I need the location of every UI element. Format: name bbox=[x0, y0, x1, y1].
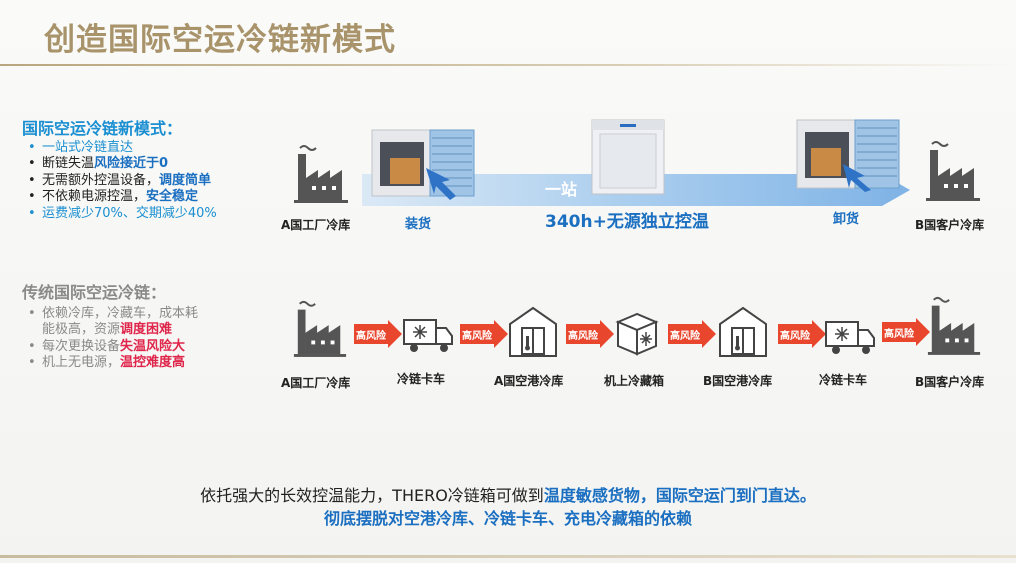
cold-storage-icon bbox=[719, 306, 767, 357]
trad-bullet-3-text: 机上无电源， bbox=[42, 355, 121, 370]
container-unload-icon bbox=[796, 119, 900, 192]
summary-line-1: 依托强大的长效控温能力，THERO冷链箱可做到温度敏感货物，国际空运门到门直达。 bbox=[0, 482, 1016, 506]
bullet-3: 无需额外控温设备，调度简单 bbox=[22, 173, 217, 190]
trad-node-4: 机上冷藏箱 bbox=[604, 374, 665, 388]
new-mode-heading: 国际空运冷链新模式： bbox=[22, 119, 183, 138]
bullet-4-highlight: 安全稳定 bbox=[146, 189, 199, 204]
end-label: B国客户冷库 bbox=[915, 218, 985, 232]
bullet-1: 一站式冷链直达 bbox=[22, 140, 217, 157]
risk-arrow-4: 高风险 bbox=[668, 320, 716, 348]
summary-text: 依托强大的长效控温能力，THERO冷链箱可做到 bbox=[200, 486, 544, 505]
reefer-box-icon bbox=[615, 312, 659, 356]
trad-bullet-2-highlight: 失温风险大 bbox=[120, 338, 186, 354]
trad-bullet-1-text: 依赖冷库，冷藏车，成本耗 bbox=[42, 305, 199, 321]
trad-bullet-1-highlight: 调度困难 bbox=[120, 322, 173, 337]
factory-icon bbox=[927, 296, 981, 355]
bullet-2-text: 断链失温 bbox=[42, 156, 95, 171]
risk-arrow-icon bbox=[778, 320, 826, 348]
risk-arrow-1: 高风险 bbox=[354, 320, 402, 348]
cold-storage-icon bbox=[509, 306, 557, 357]
bullet-2: 断链失温风险接近于0 bbox=[22, 156, 217, 173]
unload-label: 卸货 bbox=[833, 212, 860, 227]
title-divider bbox=[0, 64, 1016, 66]
bullet-1-text: 一站式冷链直达 bbox=[42, 139, 134, 155]
factory-icon bbox=[293, 300, 347, 357]
trad-bullet-3-highlight: 温控难度高 bbox=[120, 355, 186, 370]
risk-label: 高风险 bbox=[356, 331, 386, 342]
bullet-3-text: 无需额外控温设备， bbox=[42, 172, 160, 188]
bullet-3-highlight: 调度简单 bbox=[159, 172, 212, 188]
reefer-truck-icon bbox=[403, 319, 453, 352]
trad-bullet-1-text-2: 能极高，资源 bbox=[42, 322, 121, 337]
risk-arrow-icon bbox=[460, 320, 508, 348]
bullet-4-text: 不依赖电源控温， bbox=[42, 189, 147, 204]
new-mode-panel: 国际空运冷链新模式： 一站式冷链直达 断链失温风险接近于0 无需额外控温设备，调… bbox=[22, 119, 217, 223]
load-label: 装货 bbox=[405, 217, 432, 232]
traditional-heading: 传统国际空运冷链： bbox=[22, 283, 167, 302]
risk-arrow-3: 高风险 bbox=[566, 320, 614, 348]
trad-bullet-2: 每次更换设备失温风险大 bbox=[22, 339, 198, 356]
risk-label: 高风险 bbox=[780, 331, 810, 342]
risk-label: 高风险 bbox=[670, 331, 700, 342]
container-open-icon bbox=[371, 129, 475, 200]
trad-node-2: 冷链卡车 bbox=[397, 372, 446, 386]
risk-arrow-5: 高风险 bbox=[778, 320, 826, 348]
slide-title: 创造国际空运冷链新模式 bbox=[44, 22, 396, 58]
risk-arrow-2: 高风险 bbox=[460, 320, 508, 348]
risk-label: 高风险 bbox=[884, 329, 914, 340]
risk-arrow-icon bbox=[566, 320, 614, 348]
risk-arrow-icon bbox=[668, 320, 716, 348]
bottom-divider bbox=[0, 555, 1016, 558]
trad-node-7: B国客户冷库 bbox=[915, 375, 985, 389]
reefer-truck-icon bbox=[825, 321, 875, 354]
risk-arrow-icon bbox=[354, 320, 402, 348]
summary-highlight: 温度敏感货物，国际空运门到门直达。 bbox=[543, 486, 816, 505]
start-label: A国工厂冷库 bbox=[281, 218, 351, 232]
risk-label: 高风险 bbox=[568, 331, 598, 342]
trad-bullet-3: 机上无电源，温控难度高 bbox=[22, 355, 198, 372]
trad-node-1: A国工厂冷库 bbox=[281, 376, 351, 390]
trad-bullet-2-text: 每次更换设备 bbox=[42, 338, 121, 354]
passive-temp-label: 340h+无源独立控温 bbox=[545, 212, 709, 232]
band-text: 一站 bbox=[545, 180, 578, 199]
risk-arrow-icon bbox=[882, 318, 930, 346]
trad-node-5: B国空港冷库 bbox=[703, 374, 773, 388]
bullet-4: 不依赖电源控温，安全稳定 bbox=[22, 189, 217, 206]
bullet-5: 运费减少70%、交期减少40% bbox=[22, 206, 217, 223]
summary-line-2: 彻底摆脱对空港冷库、冷链卡车、充电冷藏箱的依赖 bbox=[323, 509, 692, 528]
trad-node-6: 冷链卡车 bbox=[819, 373, 868, 387]
bullet-2-highlight: 风险接近于0 bbox=[94, 156, 169, 171]
bullet-5-text: 运费减少70%、交期减少40% bbox=[42, 205, 217, 221]
container-closed-icon bbox=[591, 119, 665, 195]
risk-arrow-6: 高风险 bbox=[882, 318, 930, 346]
factory-icon bbox=[294, 145, 348, 203]
trad-node-3: A国空港冷库 bbox=[494, 374, 564, 388]
risk-label: 高风险 bbox=[462, 331, 492, 342]
factory-icon bbox=[926, 141, 980, 201]
